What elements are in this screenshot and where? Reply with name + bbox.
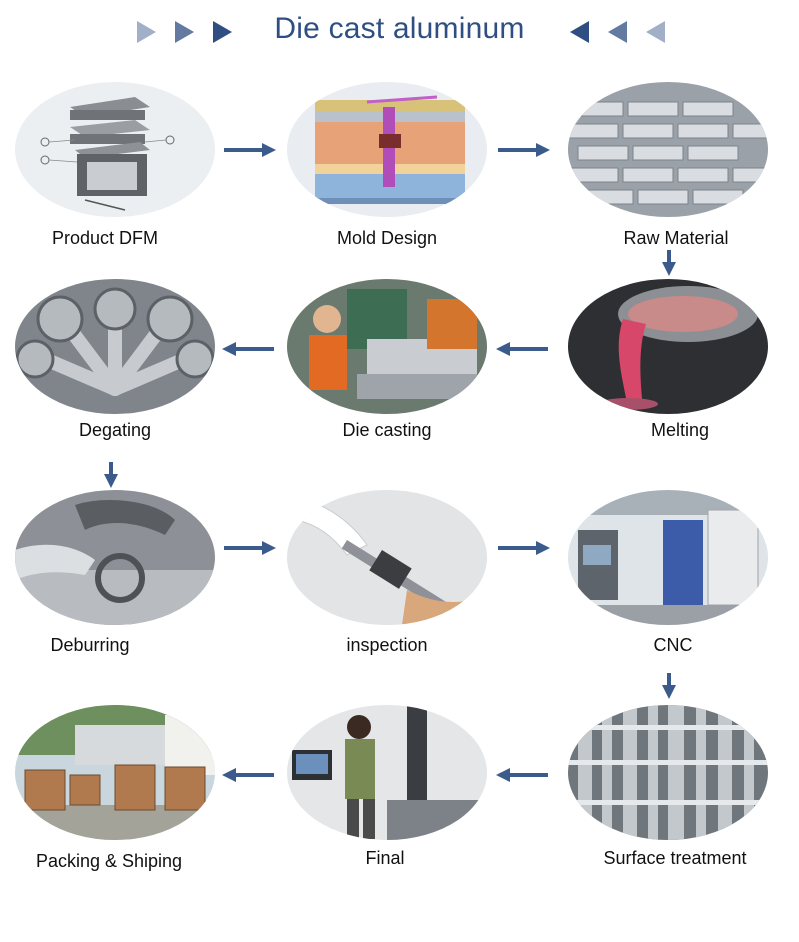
step-label: Product DFM [51,228,159,248]
step-label: CNC [653,635,693,655]
step-label: Melting [650,420,710,440]
step-label: Surface treatment [603,848,747,868]
play-right-icon [175,21,194,43]
arrow-down-icon [662,673,676,699]
arrow-left-icon [496,342,548,356]
page-title: Die cast aluminum [274,12,525,45]
die-casting-machine-icon [287,279,487,414]
step-image-raw-material [568,82,768,217]
molten-metal-icon [568,279,768,414]
step-image-final [287,705,487,840]
step-image-cnc [568,490,768,625]
mold-design-icon [287,82,487,217]
arrow-right-icon [498,143,550,157]
play-right-icon [213,21,232,43]
arrow-right-icon [498,541,550,555]
deburring-icon [15,490,215,625]
packing-shipping-icon [15,705,215,840]
play-left-icon [608,21,627,43]
play-left-icon [646,21,665,43]
cnc-machine-icon [568,490,768,625]
cad-drawing-icon [15,82,215,217]
step-image-melting [568,279,768,414]
surface-treatment-icon [568,705,768,840]
arrow-down-icon [662,250,676,276]
step-image-degating [15,279,215,414]
step-label: Degating [78,420,152,440]
step-label: Deburring [50,635,130,655]
step-image-packing-shipping [15,705,215,840]
step-image-surface-treatment [568,705,768,840]
step-image-mold-design [287,82,487,217]
step-image-product-dfm [15,82,215,217]
caliper-icon [287,490,487,625]
arrow-down-icon [104,462,118,488]
step-label: Raw Material [623,228,729,248]
step-image-die-casting [287,279,487,414]
step-label: inspection [346,635,428,655]
step-image-inspection [287,490,487,625]
step-label: Packing & Shiping [35,851,183,871]
arrow-left-icon [222,768,274,782]
play-left-icon [570,21,589,43]
arrow-right-icon [224,143,276,157]
step-label: Die casting [342,420,432,440]
arrow-right-icon [224,541,276,555]
step-label: Mold Design [336,228,438,248]
step-image-deburring [15,490,215,625]
cast-parts-icon [15,279,215,414]
final-inspection-icon [287,705,487,840]
arrow-left-icon [222,342,274,356]
aluminum-ingots-icon [568,82,768,217]
play-right-icon [137,21,156,43]
arrow-left-icon [496,768,548,782]
step-label: Final [365,848,405,868]
